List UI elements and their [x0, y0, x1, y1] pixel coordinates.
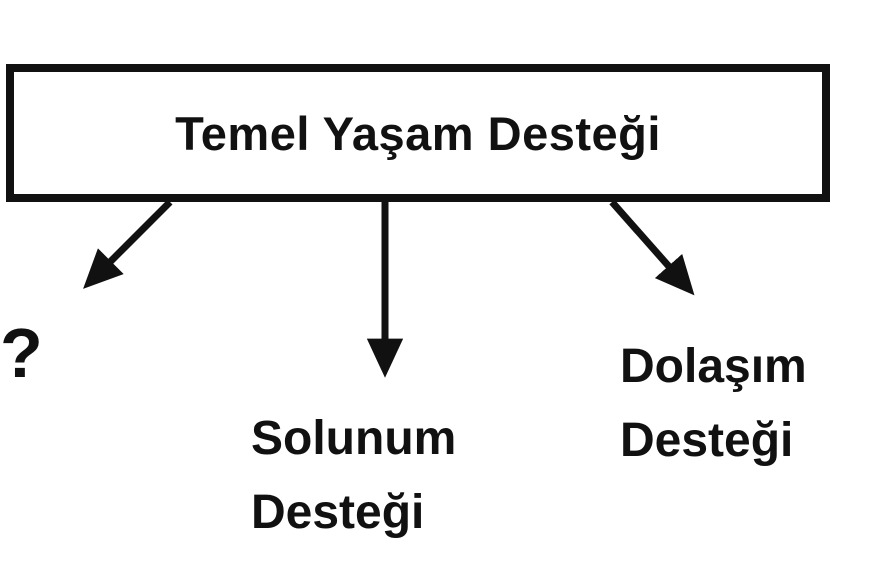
title-box: Temel Yaşam Desteği: [6, 64, 830, 202]
branch-solunum-line2: Desteği: [251, 486, 425, 540]
branch-dolasim-line2: Desteği: [620, 414, 794, 468]
branch-question-label: ?: [0, 314, 43, 392]
branch-solunum-label: Solunum Desteği: [251, 402, 456, 551]
arrow-left: [83, 199, 173, 289]
branch-dolasim-line1: Dolaşım: [620, 340, 807, 393]
title-text: Temel Yaşam Desteği: [175, 106, 661, 160]
arrow-right: [609, 199, 695, 296]
branch-solunum-line1: Solunum: [251, 412, 457, 465]
branch-dolasim-label: Dolaşım Desteği: [620, 330, 807, 479]
